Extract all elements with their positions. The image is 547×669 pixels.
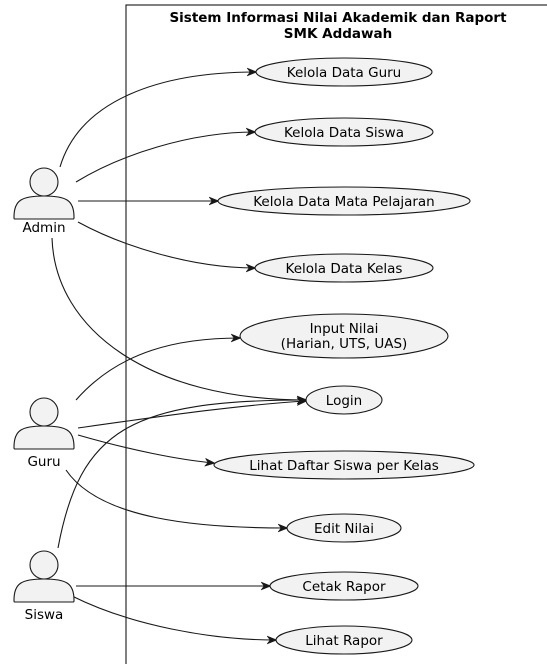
person-icon — [13, 550, 75, 603]
use-case-uc6[interactable]: Login — [305, 385, 383, 415]
use-cases: Kelola Data Guru Kelola Data Siswa Kelol… — [213, 57, 475, 655]
association-admin-uc4 — [77, 221, 255, 268]
use-case-uc3[interactable]: Kelola Data Mata Pelajaran — [217, 186, 471, 216]
person-icon — [13, 167, 75, 220]
association-guru-uc5 — [75, 338, 240, 401]
use-case-label: Kelola Data Guru — [287, 65, 401, 81]
actor-label: Siswa — [25, 607, 64, 623]
use-case-label: Kelola Data Siswa — [284, 125, 404, 141]
use-case-uc4[interactable]: Kelola Data Kelas — [254, 253, 434, 283]
use-case-uc10[interactable]: Lihat Rapor — [275, 625, 413, 655]
use-case-label: (Harian, UTS, UAS) — [281, 336, 408, 352]
use-case-label: Cetak Rapor — [302, 579, 386, 595]
use-case-label: Login — [326, 393, 362, 409]
association-siswa-uc6 — [57, 400, 306, 549]
use-case-uc9[interactable]: Cetak Rapor — [269, 571, 419, 601]
use-case-uc7[interactable]: Lihat Daftar Siswa per Kelas — [213, 450, 475, 480]
system-title-line1: Sistem Informasi Nilai Akademik dan Rapo… — [169, 10, 507, 26]
association-admin-uc1 — [59, 72, 256, 168]
actor-guru[interactable]: Guru — [13, 397, 75, 470]
person-icon — [13, 397, 75, 450]
use-case-uc2[interactable]: Kelola Data Siswa — [254, 117, 434, 147]
use-case-label: Input Nilai — [310, 321, 379, 337]
association-guru-uc7 — [77, 434, 214, 463]
association-lines — [51, 72, 306, 640]
use-case-label: Kelola Data Mata Pelajaran — [253, 194, 435, 210]
association-siswa-uc10 — [71, 595, 276, 640]
association-admin-uc2 — [75, 132, 255, 183]
association-admin-uc6 — [51, 237, 306, 400]
use-case-label: Lihat Rapor — [305, 633, 383, 649]
association-guru-uc6 — [77, 401, 306, 429]
use-case-uc1[interactable]: Kelola Data Guru — [255, 57, 433, 87]
system-title-line2: SMK Addawah — [284, 26, 392, 42]
use-case-uc8[interactable]: Edit Nilai — [286, 513, 402, 543]
use-case-label: Kelola Data Kelas — [286, 261, 403, 277]
actor-label: Admin — [22, 220, 65, 236]
actor-siswa[interactable]: Siswa — [13, 550, 75, 623]
use-case-uc5[interactable]: Input Nilai (Harian, UTS, UAS) — [239, 313, 449, 359]
use-case-label: Edit Nilai — [314, 521, 374, 537]
association-guru-uc8 — [65, 469, 287, 528]
actor-label: Guru — [27, 454, 60, 470]
actors: Admin Guru Siswa — [13, 167, 75, 623]
actor-admin[interactable]: Admin — [13, 167, 75, 236]
use-case-label: Lihat Daftar Siswa per Kelas — [249, 458, 439, 474]
